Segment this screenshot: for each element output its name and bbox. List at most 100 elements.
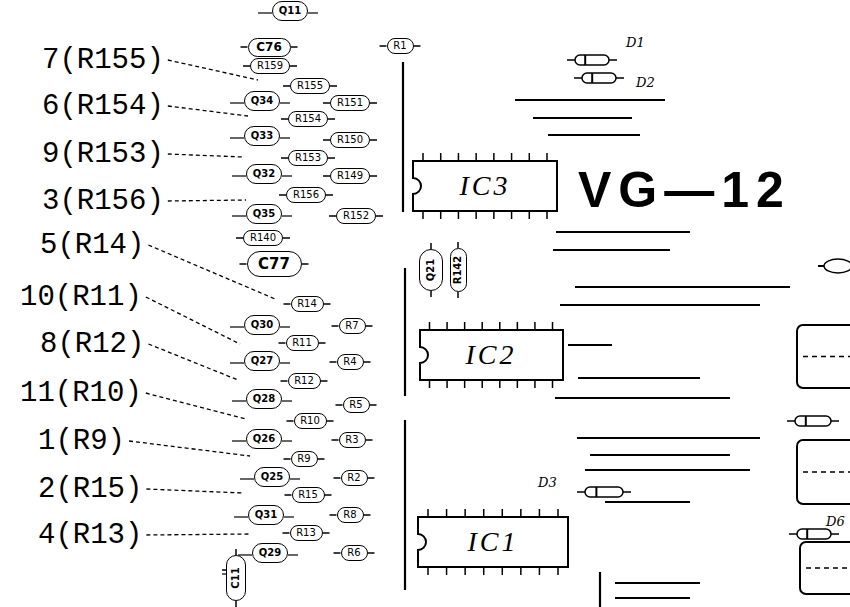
silkscreen-line — [555, 397, 730, 399]
diode-symbol — [582, 73, 616, 83]
component-lead — [330, 85, 337, 87]
ic-pin — [493, 153, 495, 161]
resistor-symbol: R1 — [387, 38, 414, 54]
component-lead — [240, 263, 247, 265]
callout-number: 2(R15) — [38, 475, 142, 504]
ic-pin — [517, 322, 519, 330]
transistor-symbol: Q35 — [246, 204, 282, 224]
ic-pin — [481, 322, 483, 330]
component-lead — [280, 362, 290, 363]
ic-pin — [464, 509, 466, 517]
leader-line — [146, 534, 250, 535]
resistor-symbol: R151 — [330, 95, 370, 111]
part-label: R1 — [393, 41, 406, 51]
component-lead — [332, 325, 339, 327]
component-lead — [326, 194, 333, 196]
callout-number: 9(R153) — [42, 140, 164, 169]
component-lead — [288, 554, 298, 555]
capacitor-symbol: C76 — [248, 38, 291, 57]
silkscreen-line — [533, 117, 632, 119]
component-lead — [368, 477, 375, 479]
transistor-symbol: Q32 — [246, 164, 282, 184]
component-lead — [230, 137, 244, 138]
callout-number: 3(R156) — [42, 187, 164, 216]
ic-pin — [429, 322, 431, 330]
component-lead — [366, 439, 373, 441]
component-lead — [328, 157, 335, 159]
resistor-symbol: R140 — [243, 230, 283, 246]
ic-pin — [458, 211, 460, 219]
silkscreen-line — [578, 377, 700, 379]
resistor-symbol: R6 — [341, 545, 368, 561]
part-label: Q21 — [426, 259, 436, 281]
transistor-symbol: Q33 — [244, 126, 280, 146]
resistor-symbol: R8 — [337, 507, 364, 523]
diode-symbol — [585, 487, 623, 497]
part-label: R140 — [250, 233, 276, 243]
silkscreen-line — [556, 231, 690, 233]
ic-pin — [557, 567, 559, 575]
resistor-symbol: R159 — [250, 58, 290, 74]
resistor-symbol: R149 — [330, 168, 370, 184]
ic-pin — [529, 211, 531, 219]
component-mark — [803, 471, 850, 473]
component-lead — [232, 400, 246, 401]
diode-label: D6 — [826, 515, 845, 528]
resistor-symbol: R5 — [343, 397, 370, 413]
component-lead — [330, 514, 337, 516]
silkscreen-line — [402, 62, 404, 212]
component-lead — [232, 215, 246, 216]
component-lead — [414, 45, 421, 47]
ic-pin — [511, 211, 513, 219]
resistor-symbol: R4 — [337, 354, 364, 370]
ic-pin — [546, 211, 548, 219]
component-lead — [368, 552, 375, 554]
board-title: VG—12 — [578, 165, 791, 215]
ic-pin — [422, 153, 424, 161]
ic-pin — [483, 567, 485, 575]
diode-band — [806, 529, 808, 539]
silkscreen-line — [585, 469, 750, 471]
ic-pin — [539, 509, 541, 517]
ic-pin — [446, 322, 448, 330]
resistor-symbol: R13 — [290, 525, 323, 541]
component-lead — [291, 46, 298, 48]
ic-pin — [483, 509, 485, 517]
component-lead — [376, 215, 383, 217]
diode-lead — [574, 77, 582, 79]
silkscreen-line — [577, 437, 760, 439]
part-label: C77 — [258, 257, 290, 272]
component-lead — [334, 552, 341, 554]
resistor-symbol: R11 — [286, 335, 319, 351]
ic-pin — [534, 380, 536, 388]
diode-lead — [577, 491, 585, 493]
part-label: Q29 — [259, 548, 281, 558]
resistor-symbol: R155 — [290, 78, 330, 94]
component-lead — [285, 494, 292, 496]
part-label: Q35 — [253, 209, 275, 219]
component-lead — [370, 175, 377, 177]
ic-pin — [520, 567, 522, 575]
ic-pin — [427, 567, 429, 575]
ic-pin — [422, 211, 424, 219]
component-lead — [287, 420, 294, 422]
ic-pin — [502, 509, 504, 517]
silkscreen-line — [553, 249, 670, 251]
part-label: Q28 — [253, 394, 275, 404]
transistor-symbol: Q34 — [244, 91, 280, 111]
diode-lead — [567, 59, 575, 61]
component-lead — [283, 237, 290, 239]
component-lead — [323, 532, 330, 534]
component-lead — [283, 532, 290, 534]
ic-pin — [446, 567, 448, 575]
part-label: R151 — [337, 98, 363, 108]
leader-line — [168, 154, 243, 157]
resistor-symbol: R2 — [341, 470, 368, 486]
resistor-symbol: R14 — [291, 296, 324, 312]
part-label: R2 — [347, 473, 360, 483]
resistor-symbol: R3 — [339, 432, 366, 448]
ic-pin — [458, 153, 460, 161]
callout-number: 7(R155) — [42, 46, 164, 75]
ic-pin — [475, 211, 477, 219]
part-label: C11 — [231, 567, 241, 588]
